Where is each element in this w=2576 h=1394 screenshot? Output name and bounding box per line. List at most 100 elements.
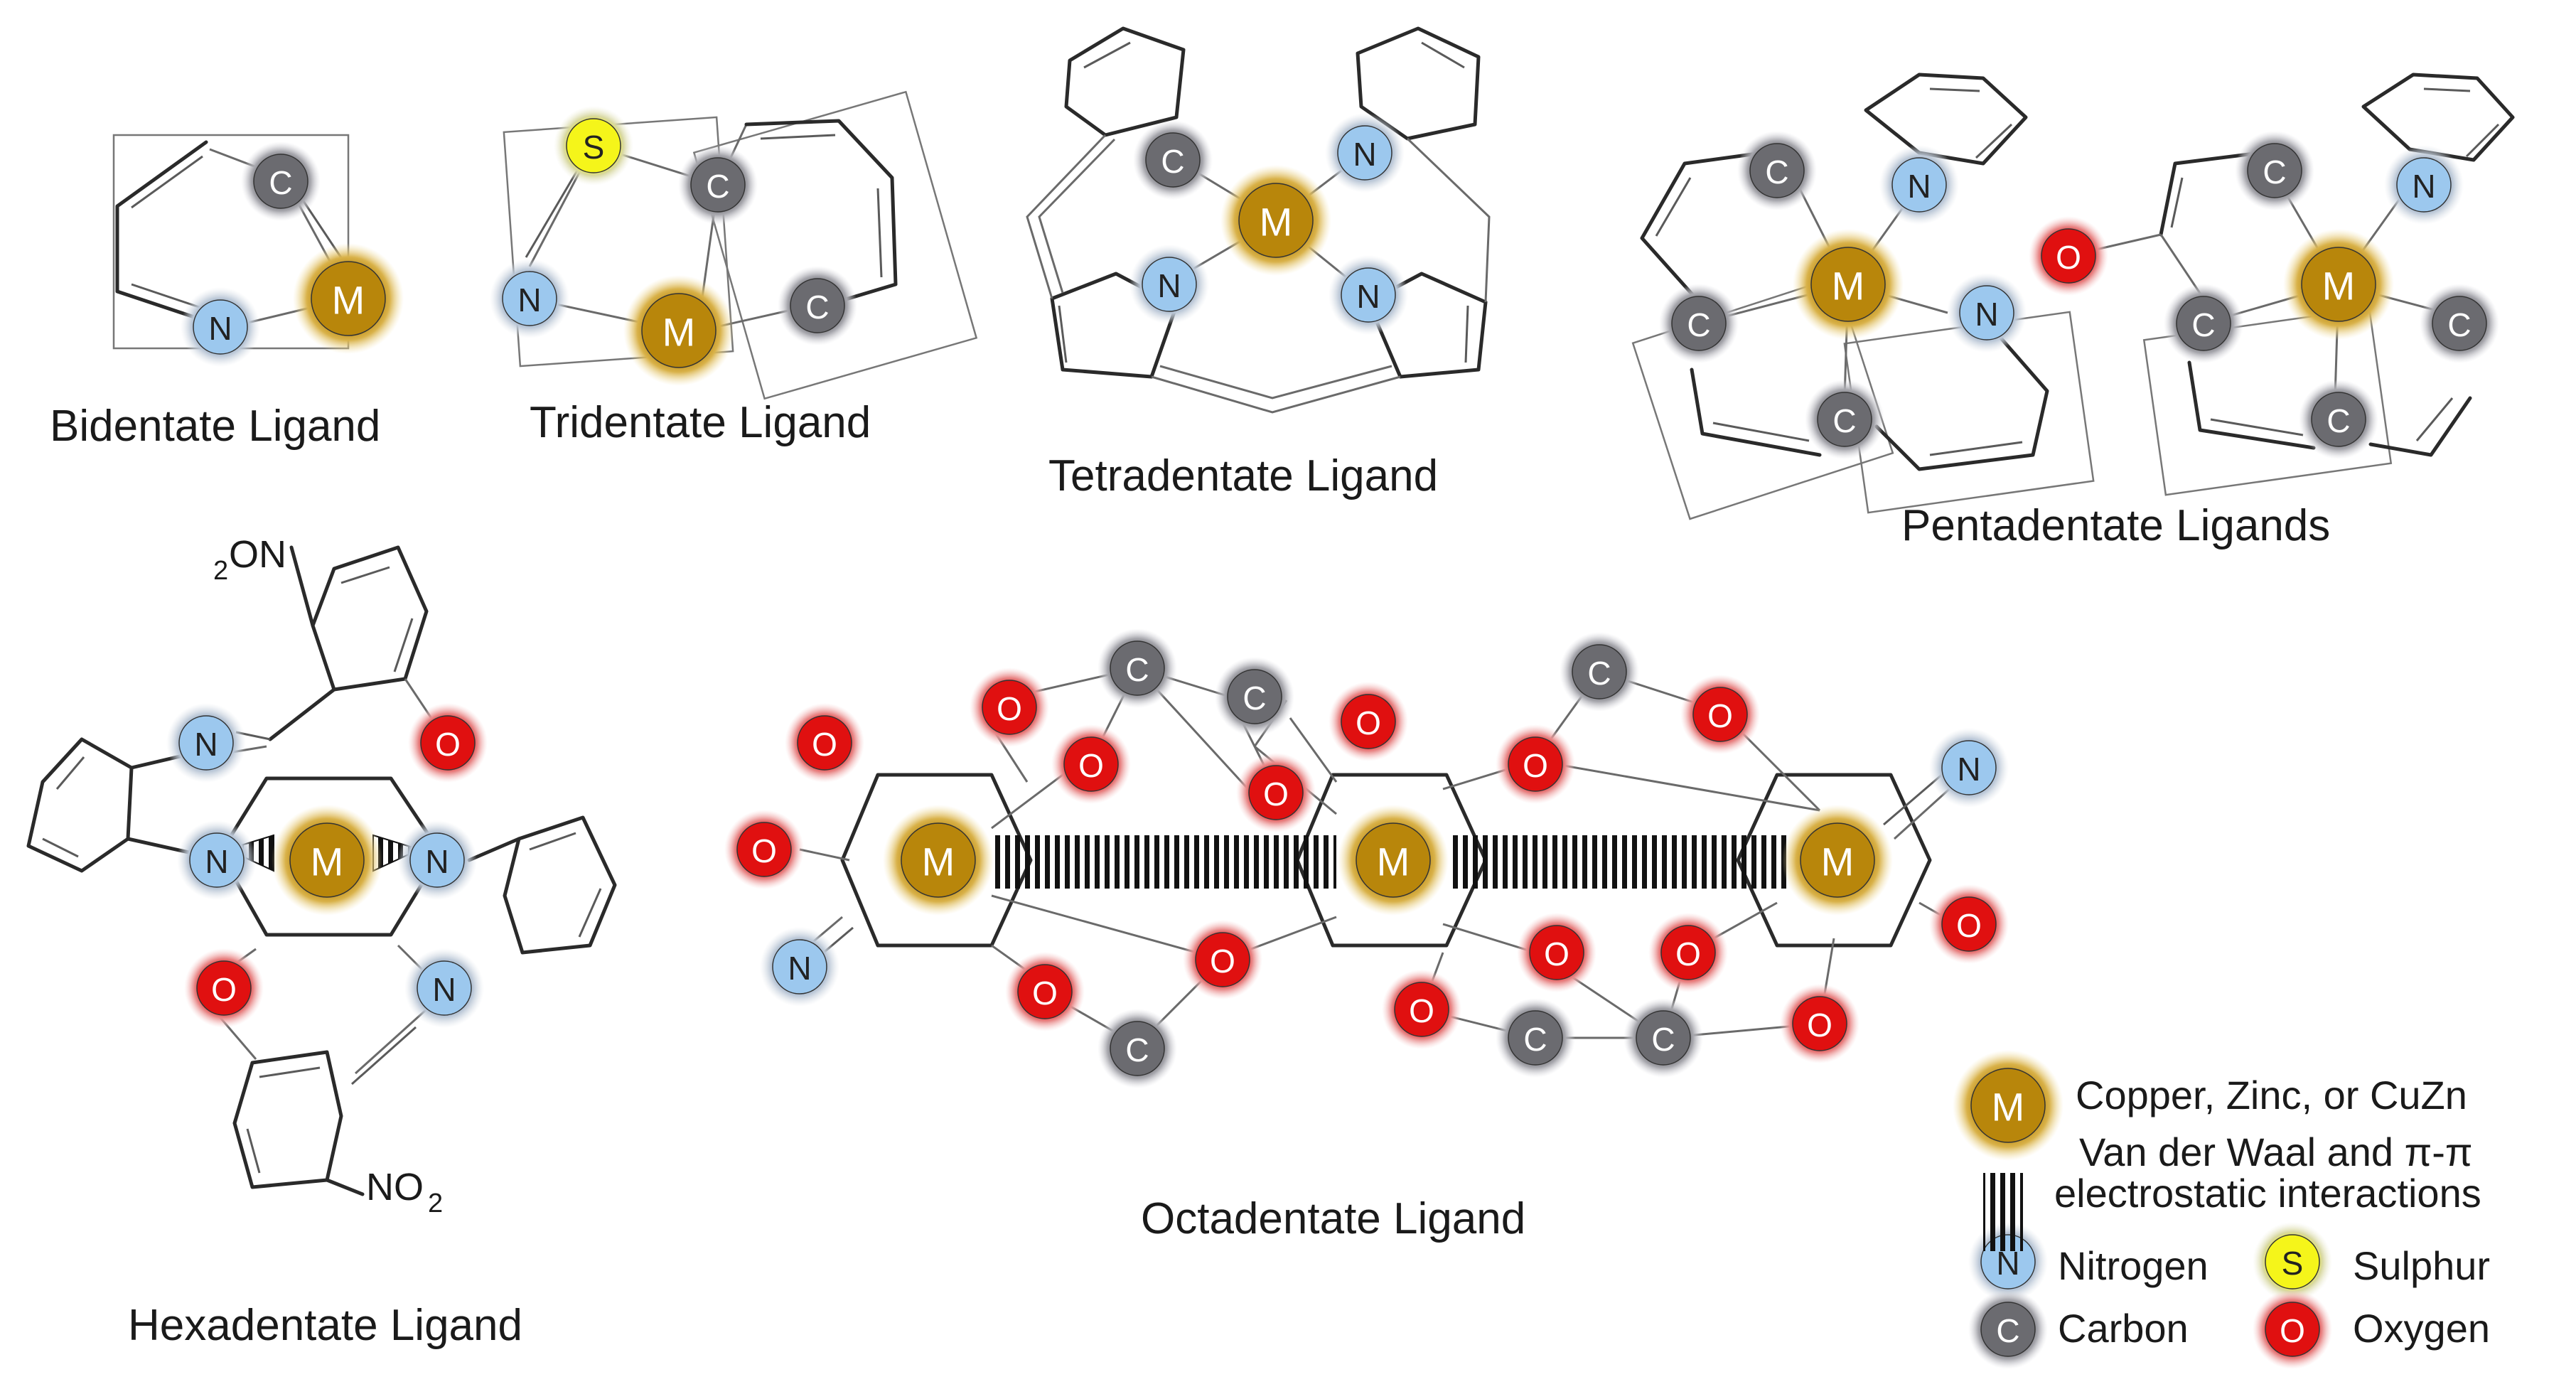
legend-carbon-label: Carbon [2058, 1306, 2189, 1351]
tetradentate-metal-atom-1: M [1220, 165, 1331, 276]
octadentate-oxygen-atom-12: O [1648, 913, 1728, 992]
atom-symbol: O [1078, 747, 1104, 784]
atom-symbol: O [1707, 697, 1733, 734]
hexadentate-nitrogen-atom-3: N [397, 820, 477, 900]
atom-symbol: S [583, 129, 605, 166]
hexadentate-nitrogen-atom-2: N [177, 820, 257, 900]
no2-bottom-sub: 2 [428, 1189, 443, 1218]
octadentate-oxygen-atom-7: O [1496, 724, 1575, 804]
octadentate-metal-atom-2: M [1338, 805, 1449, 916]
atom-symbol: N [2412, 168, 2435, 205]
atom-symbol: O [1263, 776, 1289, 813]
octadentate-metal-atom-3: M [1782, 805, 1893, 916]
atom-symbol: O [1210, 943, 1235, 980]
hexadentate-oxygen-atom-2: O [184, 948, 264, 1028]
atom-symbol: C [1687, 306, 1710, 343]
pentadentate-left-metal-atom-1: M [1793, 229, 1904, 340]
atom-symbol: M [1377, 840, 1410, 884]
pentadentate-left-carbon-atom-3: C [1805, 380, 1884, 459]
atom-symbol: C [1243, 680, 1266, 717]
tetradentate-nitrogen-atom-1: N [1325, 113, 1405, 193]
caption-tetradentate: Tetradentate Ligand [1048, 451, 1438, 500]
caption-tridentate: Tridentate Ligand [530, 398, 871, 447]
atom-symbol: N [1957, 751, 1980, 788]
octadentate-oxygen-atom-8: O [724, 810, 804, 889]
octadentate-oxygen-atom-1: O [785, 703, 864, 783]
pentadentate-right-carbon-atom-2: C [2164, 284, 2243, 363]
atom-symbol: O [435, 726, 461, 763]
hexadentate-skeleton [26, 545, 617, 1196]
atom-symbol: M [311, 840, 344, 884]
atom-symbol: C [269, 164, 292, 201]
tetradentate-nitrogen-atom-3: N [1329, 255, 1408, 335]
pentadentate-left-carbon-atom-2: C [1659, 284, 1739, 363]
octadentate-nitrogen-atom-2: N [760, 927, 839, 1007]
tridentate-nitrogen-atom-1: N [490, 259, 569, 338]
legend-oxygen-atom-1: O [2253, 1290, 2332, 1369]
atom-symbol: C [1996, 1312, 2019, 1349]
atom-symbol: N [205, 843, 228, 880]
atom-symbol: O [812, 726, 837, 763]
octadentate-oxygen-atom-4: O [1680, 675, 1760, 754]
octadentate-carbon-atom-3: C [1560, 632, 1639, 712]
atom-symbol: N [432, 971, 456, 1008]
tridentate-carbon-atom-1: C [678, 145, 758, 225]
atom-symbol: M [1992, 1085, 2025, 1130]
atom-symbol: N [194, 726, 218, 763]
hexadentate-nitrogen-atom-4: N [404, 948, 484, 1028]
pentadentate-left-nitrogen-atom-1: N [1879, 145, 1959, 225]
atom-symbol: O [2280, 1312, 2305, 1349]
atom-symbol: N [1975, 296, 1998, 333]
tetradentate-nitrogen-atom-2: N [1129, 245, 1209, 324]
tridentate-carbon-atom-2: C [778, 266, 857, 345]
atom-symbol: O [1356, 704, 1381, 741]
atom-symbol: C [1161, 143, 1184, 180]
atom-symbol: O [997, 690, 1022, 727]
atom-symbol: M [1260, 200, 1293, 245]
legend-interaction-line2: electrostatic interactions [2054, 1171, 2481, 1216]
atom-symbol: O [751, 832, 777, 869]
octadentate-oxygen-atom-5: O [1051, 724, 1131, 804]
atom-symbol: M [2322, 264, 2356, 309]
atom-symbol: O [211, 971, 237, 1008]
octadentate-nitrogen-atom-1: N [1929, 728, 2009, 808]
caption-octadentate: Octadentate Ligand [1141, 1194, 1525, 1243]
atom-symbol: C [1125, 651, 1149, 688]
atom-symbol: N [1356, 278, 1380, 315]
octadentate-carbon-atom-2: C [1215, 657, 1294, 736]
hexadentate-nitrogen-atom-1: N [166, 703, 246, 783]
pentadentate-right-nitrogen-atom-1: N [2384, 145, 2464, 225]
atom-symbol: N [788, 950, 811, 987]
atom-symbol: N [1157, 267, 1181, 304]
legend-nitrogen-label: Nitrogen [2058, 1243, 2209, 1288]
atom-symbol: O [1032, 975, 1058, 1012]
atom-symbol: N [1907, 168, 1931, 205]
octadentate-carbon-atom-5: C [1496, 998, 1575, 1078]
atom-symbol: C [706, 168, 729, 205]
pentadentate-left-carbon-atom-1: C [1737, 131, 1817, 210]
octadentate-carbon-atom-6: C [1624, 998, 1703, 1078]
atom-symbol: M [332, 278, 365, 323]
hexadentate-oxygen-atom-1: O [408, 703, 488, 783]
legend-metal-label: Copper, Zinc, or CuZn [2076, 1073, 2467, 1117]
no2-top-main: ON [229, 533, 286, 576]
octadentate-carbon-atom-4: C [1098, 1009, 1177, 1088]
atom-symbol: C [1765, 154, 1788, 191]
atom-symbol: C [2447, 306, 2471, 343]
bidentate-metal-atom-1: M [293, 243, 404, 354]
atom-symbol: O [2056, 239, 2081, 276]
atom-symbol: N [1353, 136, 1376, 173]
atom-symbol: O [1523, 747, 1548, 784]
hexadentate-substituents: 2 ON NO 2 [213, 533, 443, 1218]
atom-symbol: O [1544, 935, 1569, 972]
atom-symbol: C [1651, 1021, 1675, 1058]
legend-metal-atom-1: M [1953, 1050, 2064, 1161]
legend-carbon-atom-1: C [1968, 1290, 2048, 1369]
octadentate-oxygen-atom-13: O [1005, 952, 1085, 1031]
tridentate-sulphur-atom-1: S [554, 106, 633, 186]
atom-symbol: C [1125, 1031, 1149, 1068]
tridentate-metal-atom-1: M [623, 275, 734, 386]
legend-interaction-swatch [1983, 1173, 2023, 1251]
